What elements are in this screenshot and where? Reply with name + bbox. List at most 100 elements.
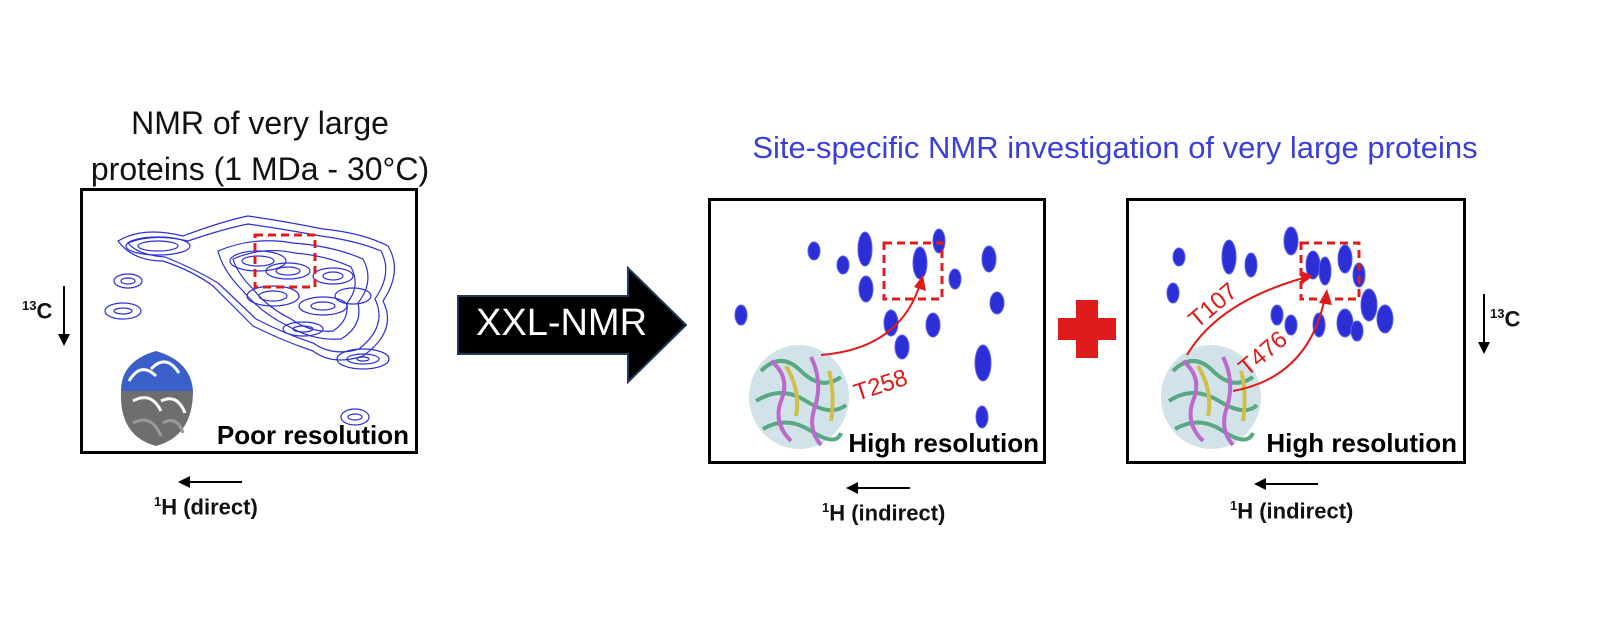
peak	[912, 246, 928, 280]
spectrum-contour-outer	[117, 215, 395, 361]
spectrum-peak	[229, 250, 287, 272]
right-y-axis-arrow	[1478, 294, 1490, 354]
high-resolution-panel-1: T258 High resolution	[708, 198, 1046, 464]
peak	[948, 268, 962, 290]
spectrum-peak	[312, 267, 354, 285]
peak	[981, 245, 997, 273]
spectrum-peak	[292, 325, 314, 333]
right-y-axis-text: C	[1504, 306, 1521, 332]
spectrum-peak	[265, 262, 311, 280]
peak	[894, 334, 910, 360]
poor-resolution-spectrum-panel: Poor resolution	[80, 188, 418, 454]
panel2-x-axis-sup: 1	[1230, 498, 1238, 513]
left-title: NMR of very large proteins (1 MDa - 30°C…	[60, 100, 460, 192]
plus-icon	[1058, 300, 1116, 358]
protein-structure-image	[1161, 345, 1261, 449]
peak	[1360, 288, 1378, 322]
spectrum-peak	[246, 285, 300, 307]
spectrum-peak	[104, 302, 142, 320]
left-y-axis-label: 13C	[22, 298, 52, 324]
spectrum-peak	[275, 266, 301, 276]
panel1-x-axis-label: 1H (indirect)	[822, 500, 945, 526]
site-label-t107: T107	[1184, 278, 1243, 334]
panel1-x-axis-arrow	[846, 482, 910, 494]
xxl-nmr-label: XXL-NMR	[476, 302, 648, 344]
spectrum-peak	[346, 353, 380, 365]
panel2-resolution-label: High resolution	[1266, 428, 1457, 458]
highlight-box	[882, 241, 944, 301]
panel1-resolution-label: High resolution	[848, 428, 1039, 458]
peak	[1284, 314, 1298, 336]
spectrum-peak	[120, 277, 136, 285]
right-y-axis-label: 13C	[1490, 306, 1520, 332]
spectrum-peak	[298, 296, 348, 316]
assignment-arrow-1	[1186, 276, 1308, 356]
peak	[1318, 256, 1332, 286]
peak	[1244, 252, 1258, 278]
protein-structure-image	[749, 345, 849, 449]
peak	[925, 312, 941, 338]
panel1-x-axis-sup: 1	[822, 500, 830, 515]
right-y-axis-sup: 13	[1490, 306, 1505, 321]
peak	[1350, 320, 1364, 342]
high-resolution-panel-2: T107 T476 High resolution	[1126, 198, 1466, 464]
peak	[1283, 226, 1299, 256]
spectrum-contour	[217, 240, 369, 340]
spectrum-peak	[310, 301, 336, 311]
peak	[1172, 247, 1186, 267]
spectrum-peak	[113, 273, 143, 289]
spectrum-contour	[127, 223, 387, 353]
poor-resolution-spectrum	[104, 215, 395, 446]
high-resolution-spectrum-1: T258	[734, 228, 1005, 449]
left-y-axis-sup: 13	[22, 298, 37, 313]
spectrum-peak	[113, 307, 133, 315]
spectrum-peak	[340, 408, 370, 426]
spectrum-peak	[336, 348, 390, 370]
left-y-axis-text: C	[36, 298, 53, 324]
spectrum-peak	[347, 413, 363, 421]
peak	[974, 344, 992, 382]
peak	[1166, 282, 1180, 304]
peak	[1376, 304, 1394, 334]
panel2-x-axis-text: H (indirect)	[1237, 498, 1354, 524]
left-y-axis-arrow	[58, 286, 70, 346]
peak	[858, 275, 874, 303]
left-title-line1: NMR of very large	[131, 105, 389, 141]
peak	[932, 228, 946, 254]
spectrum-peak	[125, 236, 191, 256]
spectrum-peak	[322, 271, 344, 281]
highlight-box	[253, 233, 317, 289]
assignment-arrow-2	[1232, 296, 1326, 392]
peak	[1312, 312, 1326, 338]
panel1-x-axis-text: H (indirect)	[829, 500, 946, 526]
peak	[734, 304, 748, 326]
protein-assembly-icon	[120, 351, 193, 446]
left-resolution-label: Poor resolution	[216, 420, 409, 450]
peak	[883, 309, 899, 337]
left-x-axis-arrow	[178, 476, 242, 488]
panel2-x-axis-arrow	[1254, 478, 1318, 490]
peak	[836, 255, 850, 275]
site-label-t258: T258	[851, 364, 911, 407]
peak	[1221, 239, 1237, 275]
xxl-nmr-arrow	[457, 266, 688, 384]
peak	[857, 231, 873, 267]
assignment-arrow	[820, 280, 922, 356]
left-x-axis-text: H (direct)	[161, 494, 258, 520]
spectrum-peak	[258, 290, 288, 302]
panel2-x-axis-label: 1H (indirect)	[1230, 498, 1353, 524]
spectrum-peak	[334, 287, 372, 305]
peak	[1270, 304, 1284, 326]
spectrum-peak	[282, 321, 324, 337]
left-title-line2: proteins (1 MDa - 30°C)	[90, 151, 430, 187]
high-resolution-spectrum-2: T107 T476	[1161, 226, 1394, 449]
spectrum-peak	[241, 255, 275, 267]
peak	[807, 241, 821, 261]
peak	[975, 405, 989, 429]
peak	[989, 291, 1005, 315]
left-x-axis-label: 1H (direct)	[154, 494, 258, 520]
spectrum-peak	[356, 356, 370, 362]
spectrum-contour	[232, 249, 356, 332]
right-title: Site-specific NMR investigation of very …	[752, 130, 1478, 165]
peak	[1337, 244, 1353, 274]
